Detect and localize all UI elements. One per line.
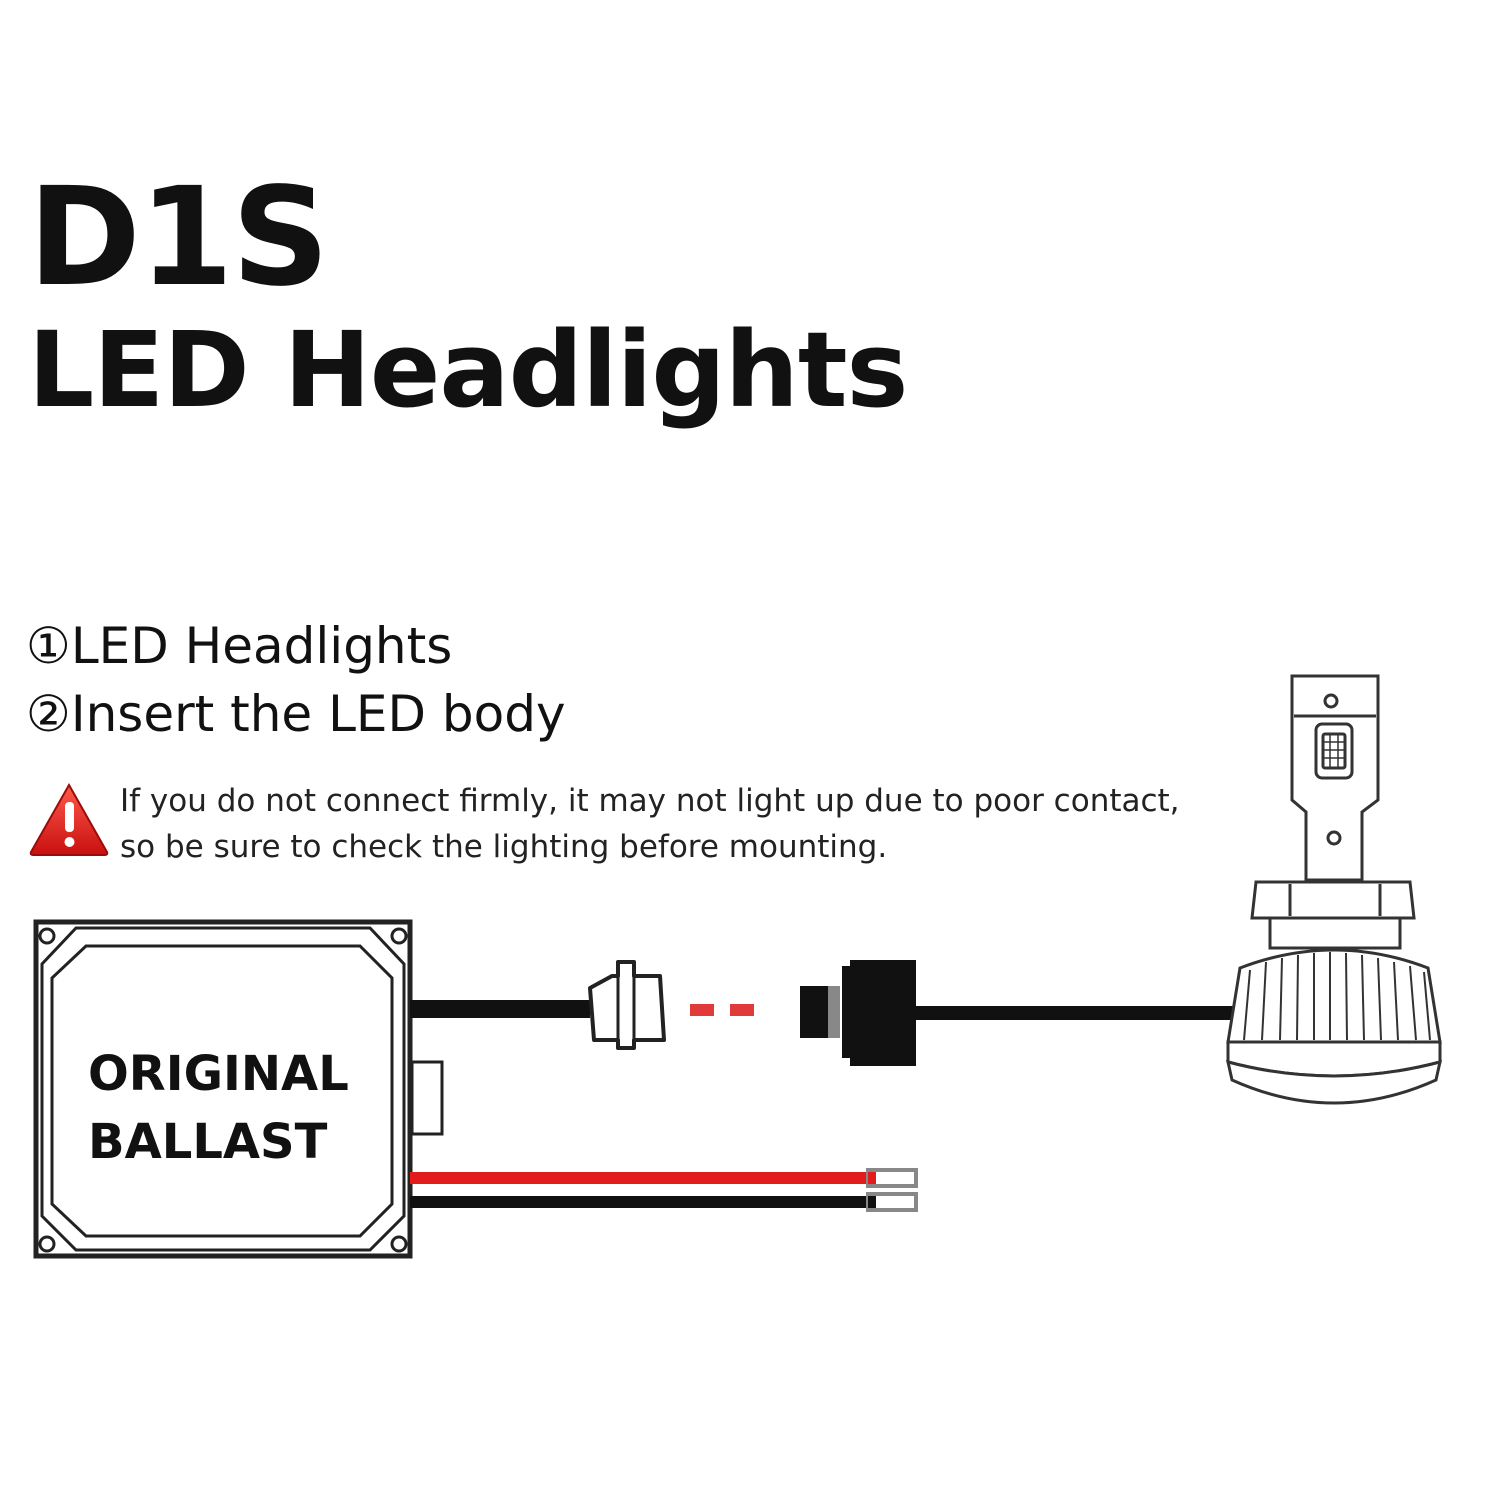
page-title: D1S bbox=[28, 159, 329, 317]
step-item: ②Insert the LED body bbox=[26, 680, 566, 748]
step-text: Insert the LED body bbox=[70, 685, 566, 743]
ballast-label-line: BALLAST bbox=[88, 1114, 328, 1170]
warning-triangle-icon bbox=[29, 782, 109, 856]
step-marker: ① bbox=[26, 617, 71, 675]
steps-list: ①LED Headlights ②Insert the LED body bbox=[26, 612, 566, 748]
led-bulb-icon bbox=[1226, 674, 1442, 1105]
warning-text: If you do not connect firmly, it may not… bbox=[120, 778, 1180, 870]
ballast-output-cable bbox=[410, 1000, 590, 1018]
screw-icon bbox=[38, 927, 408, 1253]
connection-dash bbox=[690, 1004, 754, 1016]
led-connector bbox=[800, 960, 916, 1066]
led-cable bbox=[916, 1006, 1234, 1020]
power-wires bbox=[410, 1168, 918, 1212]
ballast-box bbox=[33, 919, 444, 1259]
ballast-label: ORIGINAL BALLAST bbox=[88, 1040, 349, 1176]
warning-line: If you do not connect firmly, it may not… bbox=[120, 783, 1180, 819]
page-subtitle: LED Headlights bbox=[28, 309, 908, 431]
warning-line: so be sure to check the lighting before … bbox=[120, 829, 888, 865]
ballast-connector bbox=[588, 960, 666, 1050]
ballast-label-line: ORIGINAL bbox=[88, 1046, 349, 1102]
step-item: ①LED Headlights bbox=[26, 612, 566, 680]
step-marker: ② bbox=[26, 685, 71, 743]
step-text: LED Headlights bbox=[70, 617, 453, 675]
